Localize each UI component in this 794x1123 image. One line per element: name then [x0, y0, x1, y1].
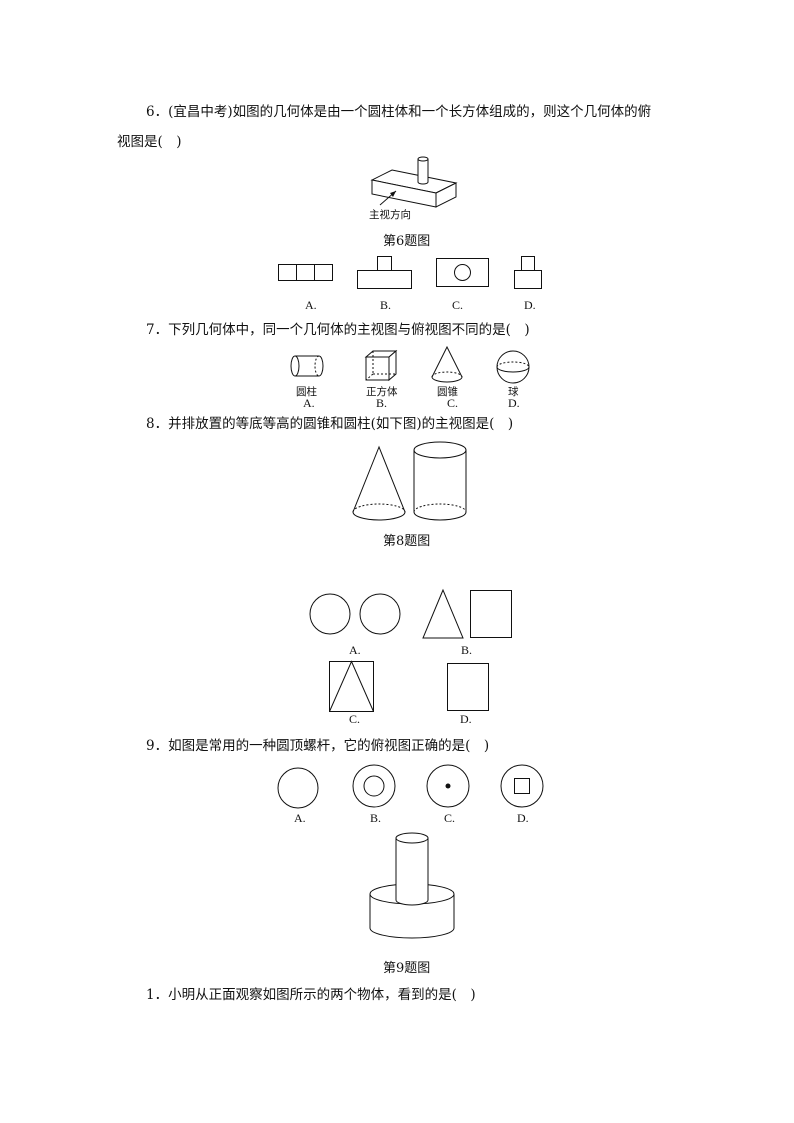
q8-option-c-figure	[328, 660, 376, 714]
q7-shape-label-sphere: 球	[508, 386, 519, 398]
q7-option-a-label: A.	[303, 396, 315, 410]
q9-screw-figure	[366, 828, 456, 944]
q8-option-c-label: C.	[349, 712, 361, 726]
q7-option-c-label: C.	[447, 396, 459, 410]
q8-option-b-figure	[420, 588, 516, 640]
cube-shape-icon	[365, 350, 399, 382]
q6-option-d-figure	[514, 256, 544, 290]
q6-caption: 第6题图	[383, 234, 431, 249]
q9-option-a-figure	[276, 766, 320, 810]
q9-option-b-figure	[351, 763, 397, 809]
sphere-shape-icon	[496, 350, 530, 384]
q8-option-a-label: A.	[349, 643, 361, 657]
q6-option-c-figure	[436, 258, 490, 288]
q8-text: 8．并排放置的等底等高的圆锥和圆柱(如下图)的主视图是( )	[146, 416, 514, 432]
q8-option-d-figure	[446, 662, 492, 712]
q9-caption: 第9题图	[383, 961, 431, 976]
q1-text: 1．小明从正面观察如图所示的两个物体，看到的是( )	[146, 987, 476, 1003]
q6-option-c-label: C.	[452, 298, 464, 312]
q6-option-a-label: A.	[305, 298, 317, 312]
q9-option-c-figure	[425, 763, 471, 809]
q9-text: 9．如图是常用的一种圆顶螺杆，它的俯视图正确的是( )	[146, 738, 490, 754]
q8-option-a-figure	[308, 592, 404, 636]
q6-text-line2: 视图是( )	[117, 134, 182, 150]
q9-option-d-label: D.	[517, 811, 529, 825]
q8-caption: 第8题图	[383, 534, 431, 549]
q8-option-b-label: B.	[461, 643, 473, 657]
q8-option-d-label: D.	[460, 712, 472, 726]
q9-option-c-label: C.	[444, 811, 456, 825]
q7-option-b-label: B.	[376, 396, 388, 410]
q6-option-b-figure	[357, 256, 413, 290]
q6-option-d-label: D.	[524, 298, 536, 312]
q7-shape-label-cone: 圆锥	[437, 386, 458, 398]
q7-shape-label-cube: 正方体	[366, 386, 398, 398]
q7-option-d-label: D.	[508, 396, 520, 410]
q9-option-b-label: B.	[370, 811, 382, 825]
q9-option-d-figure	[499, 763, 545, 809]
q8-cone-cylinder-figure	[350, 440, 472, 526]
q6-view-direction-label: 主视方向	[369, 209, 411, 221]
cylinder-shape-icon	[290, 354, 326, 378]
q6-option-a-figure	[278, 264, 334, 282]
cone-shape-icon	[431, 346, 463, 384]
q6-solid-figure	[360, 155, 460, 210]
q7-text: 7．下列几何体中，同一个几何体的主视图与俯视图不同的是( )	[146, 322, 530, 338]
q7-shape-label-cylinder: 圆柱	[296, 386, 317, 398]
q6-text-line1: 6．(宜昌中考)如图的几何体是由一个圆柱体和一个长方体组成的，则这个几何体的俯	[146, 104, 652, 120]
q9-option-a-label: A.	[294, 811, 306, 825]
q6-option-b-label: B.	[380, 298, 392, 312]
